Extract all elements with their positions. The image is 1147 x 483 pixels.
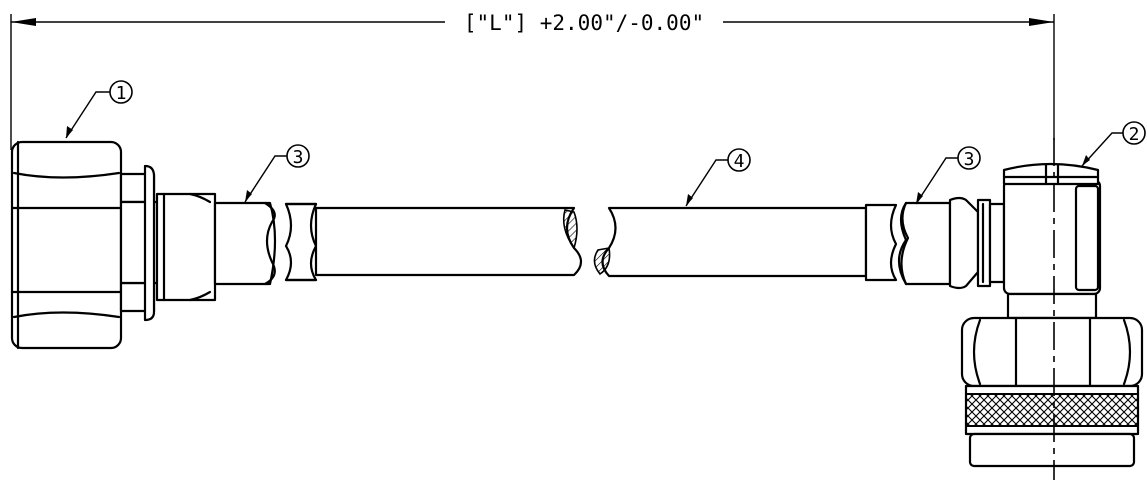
left-connector-body <box>119 164 217 322</box>
balloon-2-label: 2 <box>1129 124 1140 145</box>
balloon-3-left: 3 <box>244 144 310 203</box>
balloon-2: 2 <box>1081 121 1146 167</box>
overall-length-dimension: ["L"] +2.00"/-0.00" <box>10 11 1055 150</box>
balloon-3-right: 3 <box>915 146 981 205</box>
right-connector-hex-nut <box>960 316 1144 388</box>
left-connector-hex-nut <box>10 140 123 350</box>
balloon-3-right-label: 3 <box>964 149 975 170</box>
balloon-1: 1 <box>65 80 133 139</box>
balloon-1-label: 1 <box>116 83 127 104</box>
right-heat-shrink-boot <box>864 203 898 282</box>
dimension-text: ["L"] +2.00"/-0.00" <box>464 11 704 35</box>
left-crimp-ferrule <box>213 201 277 286</box>
right-connector-knurled-coupling <box>964 384 1140 468</box>
balloon-4-label: 4 <box>734 151 745 172</box>
cable-right-segment <box>593 206 868 278</box>
right-crimp-ferrule <box>897 201 952 286</box>
right-connector-body <box>948 162 1102 320</box>
balloon-4: 4 <box>685 148 751 207</box>
left-heat-shrink-boot <box>284 202 318 282</box>
cable-left-segment <box>314 206 583 277</box>
arrowhead-right-icon <box>1029 18 1054 26</box>
arrowhead-left-icon <box>11 18 36 26</box>
balloon-3-left-label: 3 <box>293 147 304 168</box>
